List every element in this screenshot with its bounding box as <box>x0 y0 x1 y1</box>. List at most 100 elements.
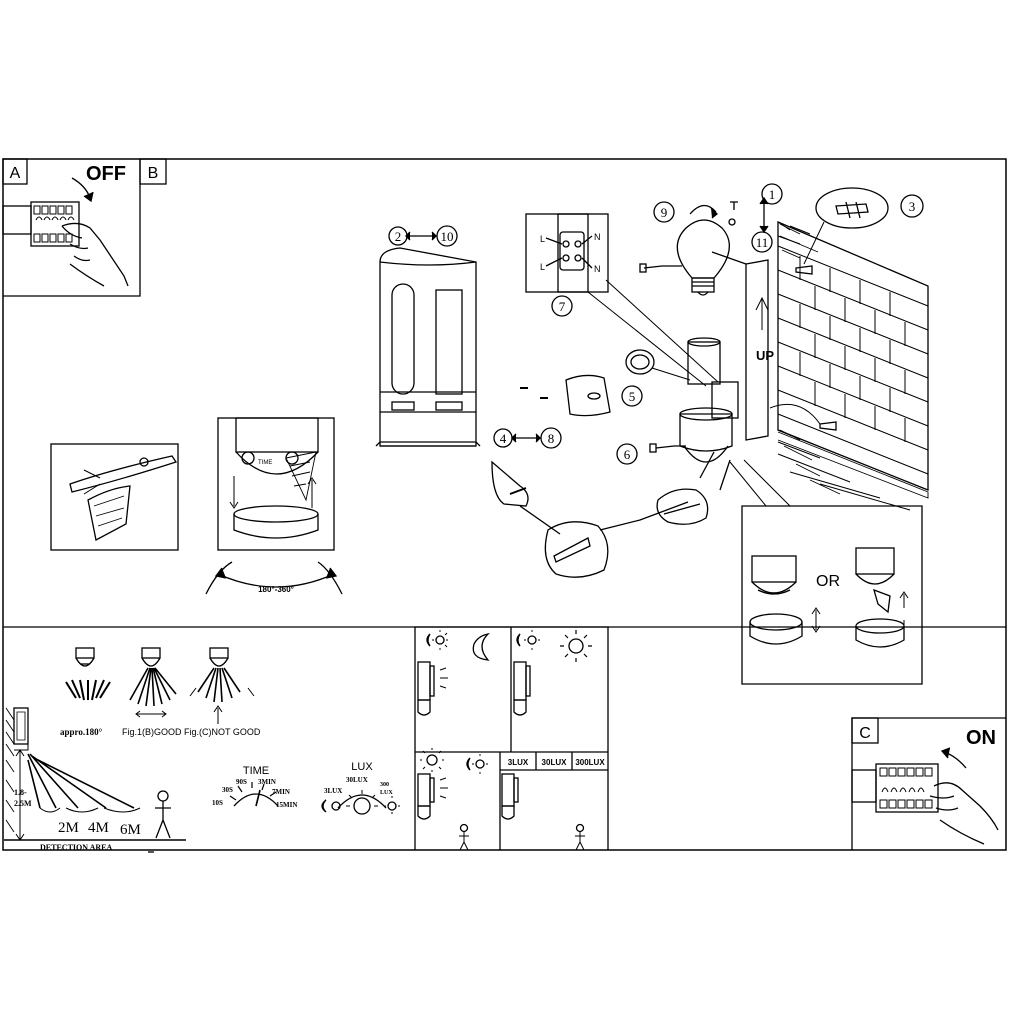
mounting-plate: UP <box>711 251 774 441</box>
svg-text:11: 11 <box>756 235 769 250</box>
bracket-icon <box>520 374 611 417</box>
arrow-up-icon <box>940 747 967 769</box>
wall-anchor-icon <box>769 265 837 431</box>
bulb-icon <box>676 219 730 296</box>
part-label-5: 5 <box>621 385 643 407</box>
svg-text:2: 2 <box>395 229 402 244</box>
screw-icon <box>649 443 686 453</box>
svg-text:L: L <box>540 234 545 244</box>
svg-text:appro.180°: appro.180° <box>60 727 103 737</box>
svg-text:6M: 6M <box>120 822 141 838</box>
panel-a-power-off: OFF <box>2 163 129 287</box>
anchor-callout: 3 <box>803 187 924 265</box>
sensor-pattern-not-good: Fig.(C)NOT GOOD <box>184 647 261 737</box>
lamp-housing <box>375 247 481 447</box>
svg-text:2.5M: 2.5M <box>14 799 32 808</box>
part-label-2-10: 2 10 <box>388 225 458 247</box>
panel-label-a: A <box>2 158 28 185</box>
screw-icon <box>639 263 682 273</box>
svg-text:10S: 10S <box>212 799 223 807</box>
svg-text:30LUX: 30LUX <box>542 758 568 767</box>
svg-text:30LUX: 30LUX <box>346 776 368 784</box>
or-label: OR <box>816 573 840 590</box>
part-label-7: 7 <box>551 295 573 317</box>
svg-text:3MIN: 3MIN <box>258 778 276 786</box>
svg-text:Fig.(C)NOT GOOD: Fig.(C)NOT GOOD <box>184 727 261 737</box>
sensor-pattern-good: Fig.1(B)GOOD <box>122 647 182 737</box>
washer-icon <box>728 218 736 226</box>
svg-text:Fig.1(B)GOOD: Fig.1(B)GOOD <box>122 727 182 737</box>
cell-day-person <box>417 748 488 851</box>
svg-text:8: 8 <box>548 431 555 446</box>
clip-detail <box>491 451 731 578</box>
hand-icon <box>61 222 129 287</box>
svg-text:15MIN: 15MIN <box>276 801 297 809</box>
moon-icon <box>321 799 327 813</box>
svg-text:DETECTION AREA: DETECTION AREA <box>40 843 112 852</box>
svg-text:6: 6 <box>624 447 631 462</box>
up-label: UP <box>756 348 774 363</box>
rotation-detail: TIME 180°-360° <box>205 417 343 595</box>
cell-day <box>513 630 592 716</box>
person-icon <box>155 790 171 839</box>
svg-text:30S: 30S <box>222 786 233 794</box>
svg-text:7MIN: 7MIN <box>272 788 290 796</box>
diffuser-detail-box: OR <box>729 459 923 685</box>
gasket-icon <box>625 349 691 381</box>
off-label: OFF <box>86 163 126 185</box>
part-label-1-11: 1 11 <box>751 183 783 253</box>
hand-icon <box>929 782 999 845</box>
sensor-pattern-approx: appro.180° <box>60 647 111 737</box>
terminal-block-7: L L N N <box>525 213 609 293</box>
svg-text:B: B <box>148 165 159 182</box>
svg-text:90S: 90S <box>236 778 247 786</box>
svg-text:300LUX: 300LUX <box>575 758 605 767</box>
svg-text:1.8-: 1.8- <box>14 788 27 797</box>
brick-wall <box>777 221 929 511</box>
rotation-label: 180°-360° <box>258 585 294 594</box>
part-label-6: 6 <box>616 443 638 465</box>
cell-night <box>417 630 490 716</box>
svg-text:TIME: TIME <box>243 765 269 777</box>
svg-text:9: 9 <box>661 205 668 220</box>
lux-grid: 3LUX 30LUX 300LUX <box>414 626 609 850</box>
svg-text:5: 5 <box>629 389 636 404</box>
breaker-block-icon <box>851 763 939 813</box>
part-label-4-8: 4 8 <box>493 427 562 449</box>
on-label: ON <box>966 727 996 749</box>
svg-text:LUX: LUX <box>380 790 393 796</box>
socket-assembly <box>679 337 739 463</box>
svg-text:L: L <box>540 262 545 272</box>
sensor-time-label: TIME <box>258 460 272 466</box>
screw-icon <box>730 201 738 210</box>
cut-detail <box>50 443 179 551</box>
svg-text:10: 10 <box>441 229 454 244</box>
svg-text:C: C <box>859 725 871 742</box>
panel-label-b: B <box>139 158 167 185</box>
svg-text:7: 7 <box>559 299 566 314</box>
lux-dial: LUX 3LUX 30LUX 300 LUX <box>321 761 400 815</box>
svg-text:A: A <box>10 165 21 182</box>
svg-text:4: 4 <box>500 431 507 446</box>
part-label-9: 9 <box>653 201 675 223</box>
svg-text:3LUX: 3LUX <box>508 758 529 767</box>
svg-text:300: 300 <box>380 782 389 788</box>
svg-text:N: N <box>594 232 601 242</box>
panel-c-power-on: ON <box>851 727 999 845</box>
sun-icon <box>387 801 397 811</box>
svg-text:3: 3 <box>909 199 916 214</box>
svg-text:2M: 2M <box>58 820 79 836</box>
wall-hatching <box>777 223 929 499</box>
rotate-arrow-icon <box>689 204 718 219</box>
arrow-down-icon <box>71 177 94 203</box>
svg-text:1: 1 <box>769 187 776 202</box>
cell-lux-person <box>501 773 585 851</box>
detection-area-diagram: 1.8- 2.5M 2M 4M 6M DETECTION AREA <box>4 707 186 853</box>
svg-text:3LUX: 3LUX <box>324 787 342 795</box>
sun-icon <box>331 801 341 811</box>
panel-label-c: C <box>851 717 879 744</box>
svg-text:LUX: LUX <box>351 761 373 773</box>
svg-text:N: N <box>594 264 601 274</box>
leader-line <box>587 279 719 387</box>
